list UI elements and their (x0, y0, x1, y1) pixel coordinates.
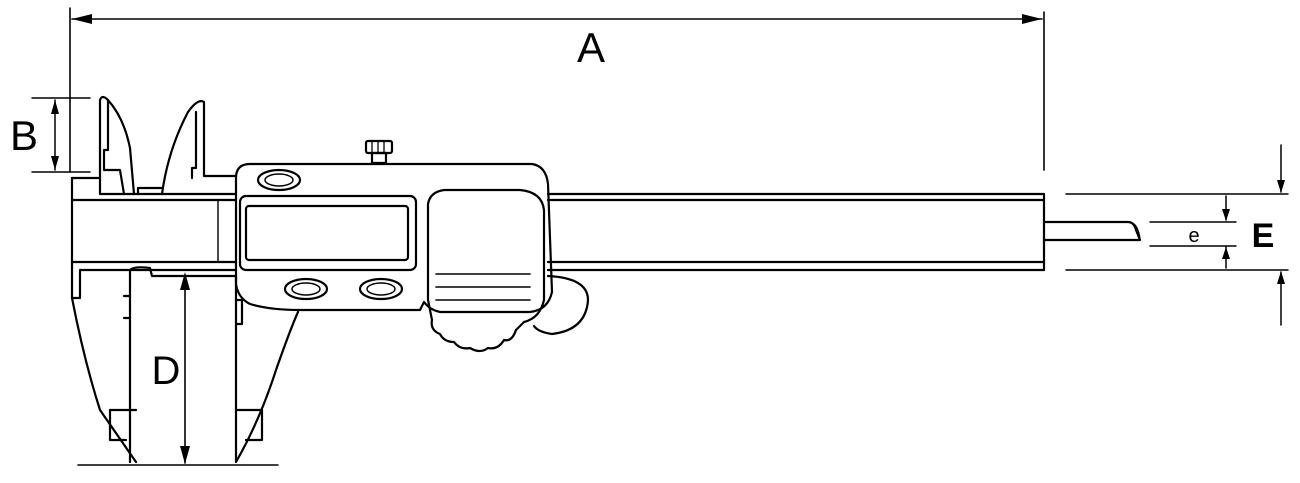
arrowhead-right (1022, 14, 1042, 24)
label-d: D (152, 349, 181, 393)
label-b: B (10, 112, 38, 159)
display-bezel (238, 194, 418, 272)
dimension-d: D (77, 272, 279, 466)
main-beam (70, 176, 1046, 300)
button-bottom-right (358, 277, 404, 301)
thumb-roller (532, 274, 590, 336)
sliding-inside-jaw (136, 100, 238, 196)
sliding-outside-jaw (234, 274, 300, 464)
dimension-e: E e (1065, 144, 1289, 326)
label-e-lower: e (1188, 225, 1199, 247)
slider-body (234, 139, 590, 336)
fixed-outside-jaw (70, 266, 238, 464)
label-a: A (577, 24, 605, 71)
dimension-b: B (10, 97, 91, 173)
button-bottom-left (283, 277, 329, 301)
arrowhead-left (72, 14, 92, 24)
lcd-screen (244, 204, 410, 262)
locking-screw-icon (364, 139, 394, 165)
label-e-upper: E (1252, 217, 1275, 255)
button-top (256, 168, 302, 192)
grip-panel (426, 188, 546, 353)
fixed-inside-jaw (98, 95, 136, 196)
depth-rod (1042, 220, 1142, 242)
dimension-a: A (69, 7, 1045, 173)
